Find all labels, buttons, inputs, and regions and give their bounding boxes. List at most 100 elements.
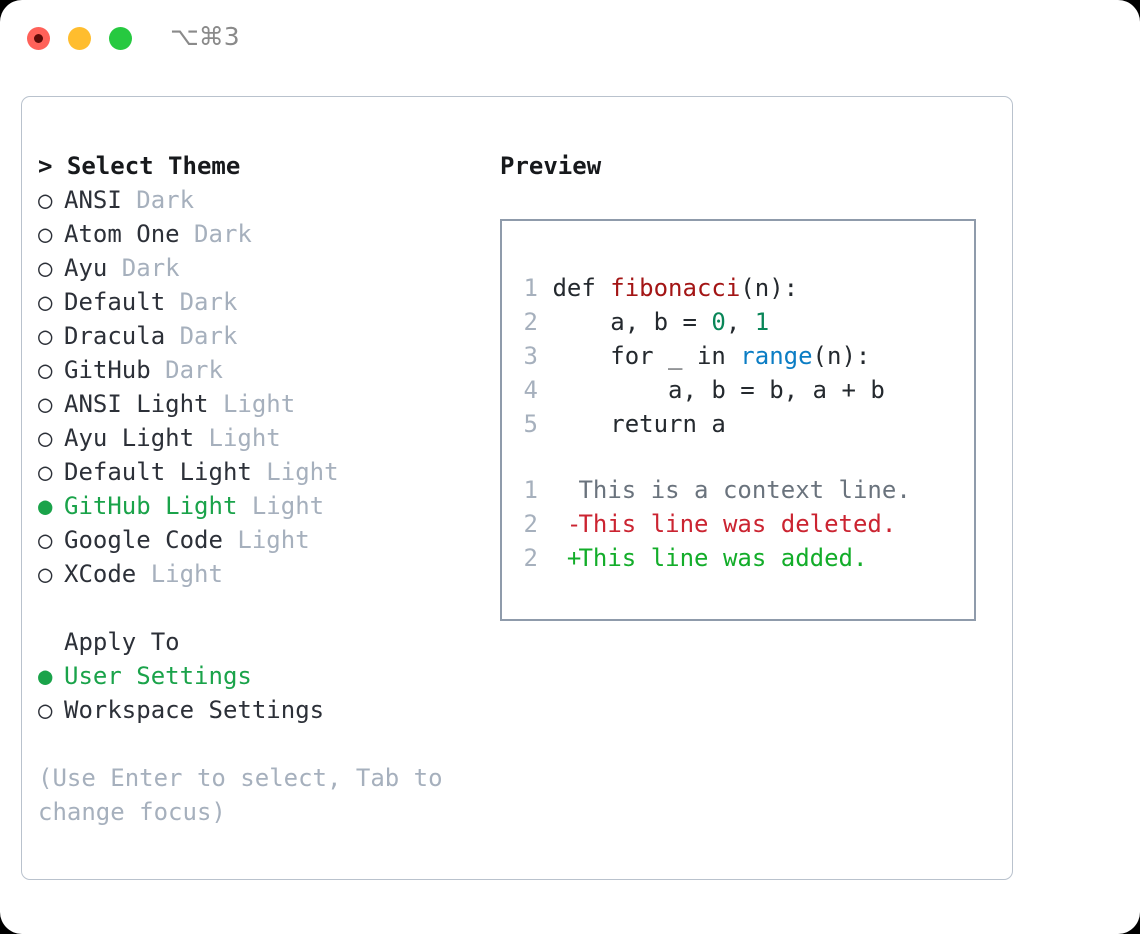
theme-option-google-code[interactable]: ○ Google Code Light xyxy=(38,523,498,557)
apply-to-option-workspace-settings[interactable]: ○ Workspace Settings xyxy=(38,693,498,727)
code-line-number: 1 xyxy=(523,274,538,302)
theme-variant-badge: Dark xyxy=(179,288,238,316)
diff-line-context: 1 This is a context line. xyxy=(514,473,911,507)
diff-line-text: This line was added. xyxy=(564,544,868,572)
page-title: > Select Theme xyxy=(38,149,498,183)
apply-to-option-user-settings[interactable]: ● User Settings xyxy=(38,659,498,693)
keyboard-shortcut-label: ⌥⌘3 xyxy=(170,22,240,51)
theme-variant-badge: Dark xyxy=(136,186,195,214)
theme-option-label: Ayu Light xyxy=(64,424,209,452)
code-token-num: 0 xyxy=(711,308,726,336)
theme-option-label: GitHub Light xyxy=(64,492,252,520)
code-line-number: 2 xyxy=(523,308,538,336)
theme-variant-badge: Dark xyxy=(121,254,180,282)
code-line: 5 return a xyxy=(514,407,885,441)
preview-title: Preview xyxy=(500,152,602,180)
theme-option-label: Google Code xyxy=(64,526,238,554)
zoom-button[interactable] xyxy=(109,27,132,50)
radio-unselected-icon: ○ xyxy=(38,220,53,248)
theme-option-github[interactable]: ○ GitHub Dark xyxy=(38,353,498,387)
radio-unselected-icon: ○ xyxy=(38,254,53,282)
theme-variant-badge: Dark xyxy=(194,220,252,248)
code-gutter-space xyxy=(538,274,552,302)
theme-variant-badge: Light xyxy=(150,560,223,588)
apply-to-option-label: User Settings xyxy=(64,662,252,690)
code-line-number: 4 xyxy=(523,376,538,404)
theme-list: ○ANSI Dark○Atom One Dark○Ayu Dark○Defaul… xyxy=(38,183,498,591)
theme-variant-badge: Dark xyxy=(179,322,238,350)
diff-line-number: 2 xyxy=(523,510,538,538)
theme-option-label: Ayu xyxy=(64,254,122,282)
theme-option-ansi-light[interactable]: ○ANSI Light Light xyxy=(38,387,498,421)
theme-option-label: Default Light xyxy=(64,458,267,486)
theme-variant-badge: Light xyxy=(237,526,310,554)
preview-column: Preview 1 def fibonacci(n):2 a, b = 0, 1… xyxy=(500,149,1000,621)
code-line-number: 3 xyxy=(523,342,538,370)
code-token-plain: def xyxy=(552,274,611,302)
diff-line-number: 1 xyxy=(523,476,538,504)
radio-unselected-icon: ○ xyxy=(38,526,53,554)
theme-option-ayu[interactable]: ○ Ayu Dark xyxy=(38,251,498,285)
radio-unselected-icon: ○ xyxy=(38,322,53,350)
diff-line-deleted: 2 - This line was deleted. xyxy=(514,507,911,541)
theme-option-label: ANSI Light xyxy=(64,390,223,418)
diff-line-number: 2 xyxy=(523,544,538,572)
code-gutter-space xyxy=(538,410,552,438)
code-token-num: 1 xyxy=(754,308,770,336)
code-line: 4 a, b = b, a + b xyxy=(514,373,885,407)
theme-option-ayu-light[interactable]: ○ Ayu Light Light xyxy=(38,421,498,455)
minimize-button[interactable] xyxy=(68,27,91,50)
theme-selector-panel: > Select Theme ○ANSI Dark○Atom One Dark○… xyxy=(21,96,1013,880)
radio-unselected-icon: ○ xyxy=(38,696,53,724)
code-token-plain: for _ in xyxy=(552,342,741,370)
keyboard-hint: (Use Enter to select, Tab to change focu… xyxy=(38,764,443,826)
code-token-plain: return a xyxy=(552,410,726,438)
theme-option-github-light[interactable]: ● GitHub Light Light xyxy=(38,489,498,523)
theme-option-atom-one[interactable]: ○Atom One Dark xyxy=(38,217,498,251)
code-token-plain: , xyxy=(725,308,755,336)
theme-option-xcode[interactable]: ○XCode Light xyxy=(38,557,498,591)
diff-line-added: 2 + This line was added. xyxy=(514,541,911,575)
theme-list-column: > Select Theme ○ANSI Dark○Atom One Dark○… xyxy=(38,149,498,829)
prompt-caret-icon: > xyxy=(38,152,67,180)
theme-variant-badge: Light xyxy=(222,390,296,418)
theme-option-label: ANSI xyxy=(64,186,137,214)
code-line-number: 5 xyxy=(523,410,538,438)
code-gutter-space xyxy=(538,308,552,336)
apply-to-option-label: Workspace Settings xyxy=(64,696,325,724)
code-token-fn: fibonacci xyxy=(610,274,741,302)
code-gutter-space xyxy=(538,376,552,404)
diff-marker xyxy=(538,473,564,507)
code-token-plain: (n): xyxy=(740,274,799,302)
traffic-lights xyxy=(27,27,132,50)
diff-marker: - xyxy=(538,510,582,538)
section-spacer xyxy=(38,591,498,625)
theme-option-label: Default xyxy=(64,288,180,316)
theme-option-label: XCode xyxy=(64,560,151,588)
radio-unselected-icon: ○ xyxy=(38,424,53,452)
code-token-call: range xyxy=(740,342,813,370)
theme-option-default-light[interactable]: ○Default Light Light xyxy=(38,455,498,489)
code-token-plain: a, b = b, a + b xyxy=(552,376,885,404)
code-line: 3 for _ in range(n): xyxy=(514,339,885,373)
radio-unselected-icon: ○ xyxy=(38,458,53,486)
theme-option-label: GitHub xyxy=(64,356,166,384)
theme-variant-badge: Light xyxy=(208,424,281,452)
diff-line-text: This line was deleted. xyxy=(564,510,897,538)
theme-option-default[interactable]: ○Default Dark xyxy=(38,285,498,319)
diff-marker: + xyxy=(538,544,582,572)
radio-unselected-icon: ○ xyxy=(38,356,53,384)
theme-option-ansi[interactable]: ○ ANSI Dark xyxy=(38,183,498,217)
theme-option-dracula[interactable]: ○Dracula Dark xyxy=(38,319,498,353)
title-bar: ⌥⌘3 xyxy=(0,0,1140,78)
theme-variant-badge: Dark xyxy=(165,356,223,384)
radio-selected-icon: ● xyxy=(38,662,53,690)
theme-variant-badge: Light xyxy=(251,492,325,520)
radio-selected-icon: ● xyxy=(38,492,53,520)
radio-unselected-icon: ○ xyxy=(38,186,53,214)
close-button[interactable] xyxy=(27,27,50,50)
page-title-text: Select Theme xyxy=(66,152,241,180)
